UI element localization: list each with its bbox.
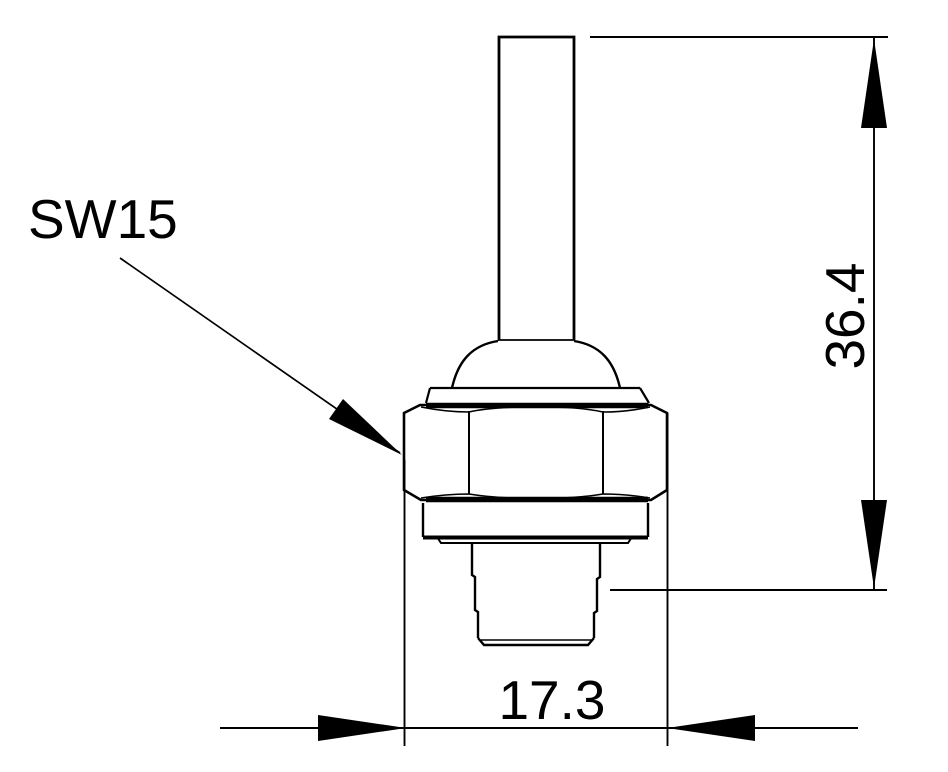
stud-left-edge (470, 543, 480, 638)
leader-sw15: SW15 (28, 188, 402, 455)
upper-flange (424, 386, 650, 404)
shaft (497, 35, 576, 341)
wrench-size-label: SW15 (28, 188, 178, 250)
shaft-outline (497, 35, 576, 340)
dimension-width: 17.3 (220, 413, 858, 746)
dome (450, 339, 622, 389)
washer-step-band (436, 536, 633, 544)
dimension-height: 36.4 (590, 36, 888, 591)
thread-stud (470, 543, 602, 647)
height-arrow-up-icon (861, 39, 887, 128)
nut-facet-lines (468, 411, 604, 494)
width-arrow-left-icon (667, 715, 755, 741)
hex-nut (402, 402, 669, 503)
stud-bottom-chamfer (477, 637, 595, 647)
dome-left-arc (450, 339, 499, 389)
width-dimension-label: 17.3 (498, 669, 605, 731)
nut-bottom-chamfer-arcs (420, 493, 651, 500)
part-outline (402, 35, 669, 647)
width-arrow-right-icon (318, 715, 406, 741)
lower-washer (421, 503, 650, 544)
washer-sides (421, 503, 650, 537)
leader-arrowhead-icon (329, 399, 402, 455)
stud-right-edge (592, 543, 602, 638)
nut-outline (402, 403, 669, 502)
height-dimension-label: 36.4 (814, 262, 876, 369)
height-arrow-down-icon (861, 500, 887, 588)
nut-top-chamfer-arcs (420, 405, 651, 413)
flange-sides (424, 387, 650, 404)
dome-right-arc (573, 339, 622, 389)
